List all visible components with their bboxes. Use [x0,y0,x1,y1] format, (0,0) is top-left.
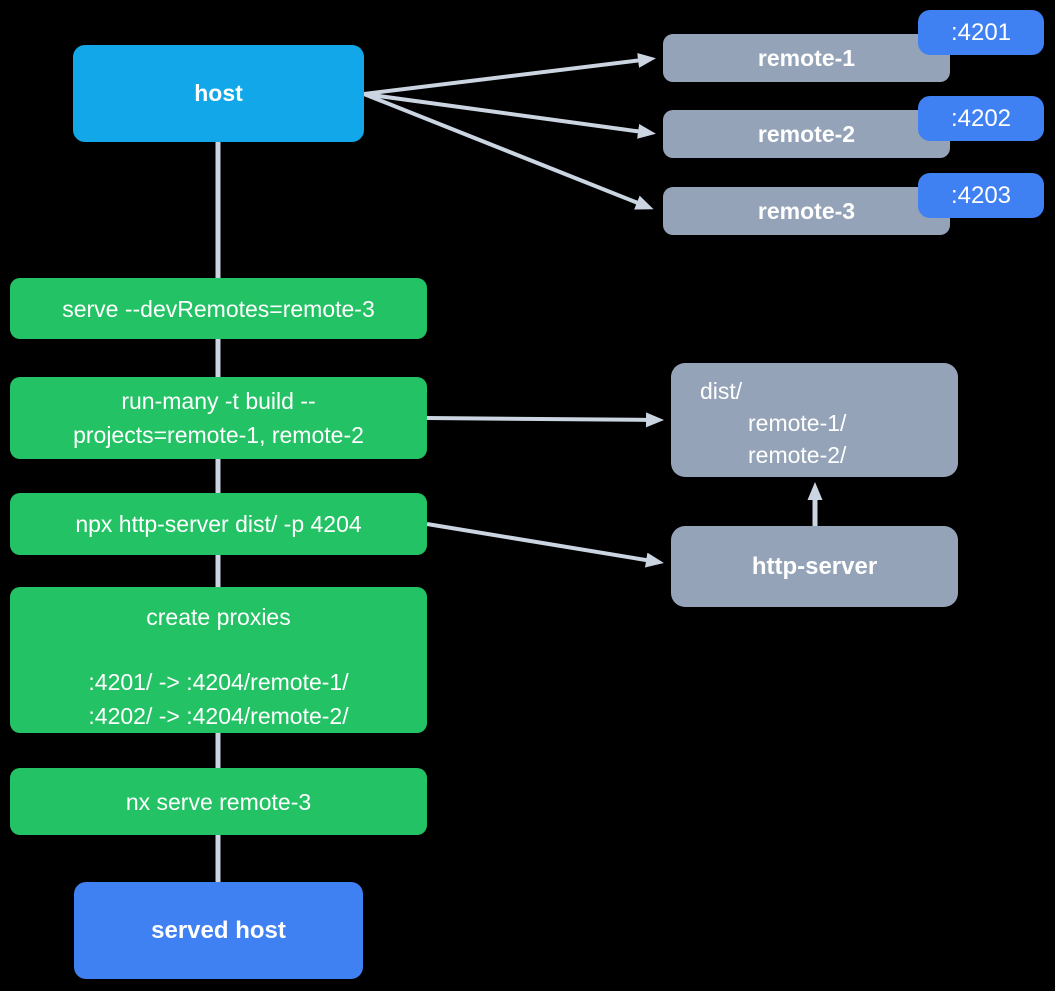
step-run-many-line-1: run-many -t build -- [121,388,316,414]
dist-root-label: dist/ [700,378,743,404]
edge-host-to-remote-1 [363,53,656,96]
host-node: host [73,45,364,142]
dist-remote-1-label: remote-1/ [748,410,847,436]
port-badge-4201-label: :4201 [950,18,1012,46]
step-npx-http-server: npx http-server dist/ -p 4204 [10,493,427,555]
step-create-proxies: create proxies :4201/ -> :4204/remote-1/… [10,587,427,733]
http-server-node: http-server [671,526,958,607]
remote-1-label: remote-1 [757,44,856,71]
served-host-label: served host [151,916,286,944]
dist-remote-2-label: remote-2/ [748,442,847,468]
edge-http-cmd-to-http-server [426,522,664,568]
step-serve-label: serve --devRemotes=remote-3 [62,295,375,322]
proxy-mapping-2: :4202/ -> :4204/remote-2/ [88,703,349,729]
step-nx-serve-remote-3: nx serve remote-3 [10,768,427,835]
proxy-mappings: :4201/ -> :4204/remote-1/ :4202/ -> :420… [88,665,348,733]
port-badge-4203-label: :4203 [950,181,1012,209]
step-run-many-line-2: projects=remote-1, remote-2 [73,422,364,448]
edge-run-many-to-dist [426,412,664,428]
host-label: host [194,80,243,106]
remote-2-node: remote-2 [663,110,950,158]
create-proxies-title: create proxies [146,604,291,630]
edge-host-to-remote-2 [363,92,656,139]
remote-2-label: remote-2 [757,120,856,147]
edge-host-to-remote-3 [363,92,654,210]
step-run-many-build: run-many -t build -- projects=remote-1, … [10,377,427,459]
dist-folder-node: dist/ remote-1/ remote-2/ [671,363,958,477]
port-badge-4201: :4201 [918,10,1044,55]
served-host-node: served host [74,882,363,979]
http-server-label: http-server [751,552,878,580]
step-nx-label: nx serve remote-3 [125,788,312,815]
step-serve-dev-remotes: serve --devRemotes=remote-3 [10,278,427,339]
port-badge-4203: :4203 [918,173,1044,218]
port-badge-4202: :4202 [918,96,1044,141]
step-npx-label: npx http-server dist/ -p 4204 [75,511,362,537]
port-badge-4202-label: :4202 [950,104,1012,132]
remote-3-node: remote-3 [663,187,950,235]
remote-3-label: remote-3 [757,197,856,224]
proxy-mapping-1: :4201/ -> :4204/remote-1/ [88,669,349,695]
remote-1-node: remote-1 [663,34,950,82]
